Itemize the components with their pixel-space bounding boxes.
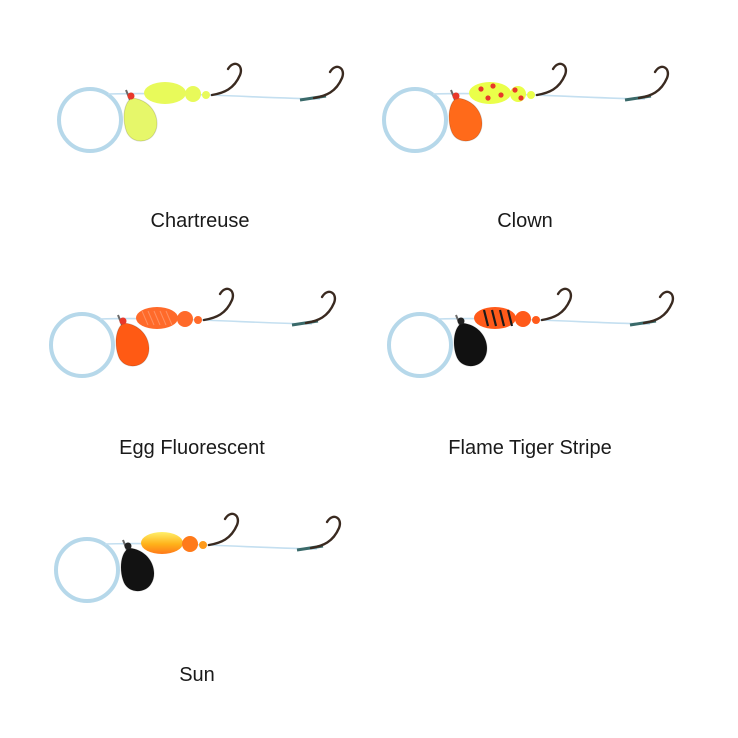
lure-label: Egg Fluorescent bbox=[119, 437, 265, 459]
lure-egg-fluorescent: Egg Fluorescent bbox=[22, 285, 362, 485]
small-bead bbox=[527, 91, 535, 99]
spinner-blade bbox=[453, 322, 488, 367]
front-hook bbox=[535, 62, 568, 97]
spinner-blade bbox=[123, 97, 158, 142]
small-bead bbox=[199, 541, 207, 549]
lure-image bbox=[49, 287, 337, 378]
rear-hook bbox=[642, 290, 675, 325]
tiger-stripe bbox=[482, 309, 490, 327]
front-hook bbox=[540, 287, 573, 322]
clevis-bead bbox=[127, 92, 135, 100]
lure-image bbox=[54, 512, 342, 603]
clevis-bead bbox=[452, 92, 460, 100]
clevis-bead bbox=[457, 317, 465, 325]
lure-clown: Clown bbox=[355, 60, 695, 260]
body-bead bbox=[144, 82, 186, 104]
leader-loop bbox=[382, 87, 448, 153]
round-bead bbox=[515, 311, 531, 327]
rear-hook bbox=[309, 515, 342, 550]
body-bead bbox=[469, 82, 511, 104]
pattern-dot bbox=[485, 95, 491, 101]
front-hook bbox=[202, 287, 235, 322]
scale-line bbox=[147, 310, 155, 326]
lure-image bbox=[387, 287, 675, 378]
small-bead bbox=[194, 316, 202, 324]
tiger-stripe bbox=[498, 309, 506, 327]
small-bead bbox=[532, 316, 540, 324]
lure-label: Clown bbox=[497, 210, 553, 232]
lure-label: Chartreuse bbox=[150, 210, 250, 232]
spinner-blade bbox=[448, 97, 483, 142]
tiger-stripe bbox=[506, 309, 514, 327]
pattern-dot bbox=[518, 95, 524, 101]
lure-chartreuse: Chartreuse bbox=[30, 60, 370, 260]
front-hook bbox=[210, 62, 243, 97]
lure-image bbox=[382, 62, 670, 153]
leader-loop bbox=[387, 312, 453, 378]
lure-label: Sun bbox=[179, 664, 215, 686]
leader-line bbox=[104, 542, 318, 550]
spinner-blade bbox=[115, 322, 150, 367]
leader-loop bbox=[57, 87, 123, 153]
rear-hook bbox=[312, 65, 345, 100]
scale-line bbox=[165, 310, 173, 326]
leader-line bbox=[107, 92, 321, 100]
lure-image bbox=[57, 62, 345, 153]
front-hook bbox=[207, 512, 240, 547]
scale-line bbox=[141, 310, 149, 326]
spinner-blade bbox=[120, 547, 155, 592]
round-bead bbox=[510, 86, 526, 102]
round-bead bbox=[182, 536, 198, 552]
clevis-bead bbox=[119, 317, 127, 325]
pattern-dot bbox=[478, 86, 484, 92]
lure-sun: Sun bbox=[27, 510, 367, 710]
leader-line bbox=[99, 317, 313, 325]
rear-hook bbox=[304, 290, 337, 325]
body-bead bbox=[141, 532, 183, 554]
round-bead bbox=[185, 86, 201, 102]
clevis-bead bbox=[124, 542, 132, 550]
leader-line bbox=[437, 317, 651, 325]
scale-line bbox=[159, 310, 167, 326]
small-bead bbox=[202, 91, 210, 99]
body-bead bbox=[136, 307, 178, 329]
round-bead bbox=[177, 311, 193, 327]
leader-line bbox=[432, 92, 646, 100]
pattern-dot bbox=[512, 87, 518, 93]
pattern-dot bbox=[490, 83, 496, 89]
rear-hook bbox=[637, 65, 670, 100]
lure-flame-tiger-stripe: Flame Tiger Stripe bbox=[360, 285, 700, 485]
leader-loop bbox=[49, 312, 115, 378]
leader-loop bbox=[54, 537, 120, 603]
tiger-stripe bbox=[490, 309, 498, 327]
scale-line bbox=[153, 310, 161, 326]
pattern-dot bbox=[498, 92, 504, 98]
lure-label: Flame Tiger Stripe bbox=[448, 437, 612, 459]
